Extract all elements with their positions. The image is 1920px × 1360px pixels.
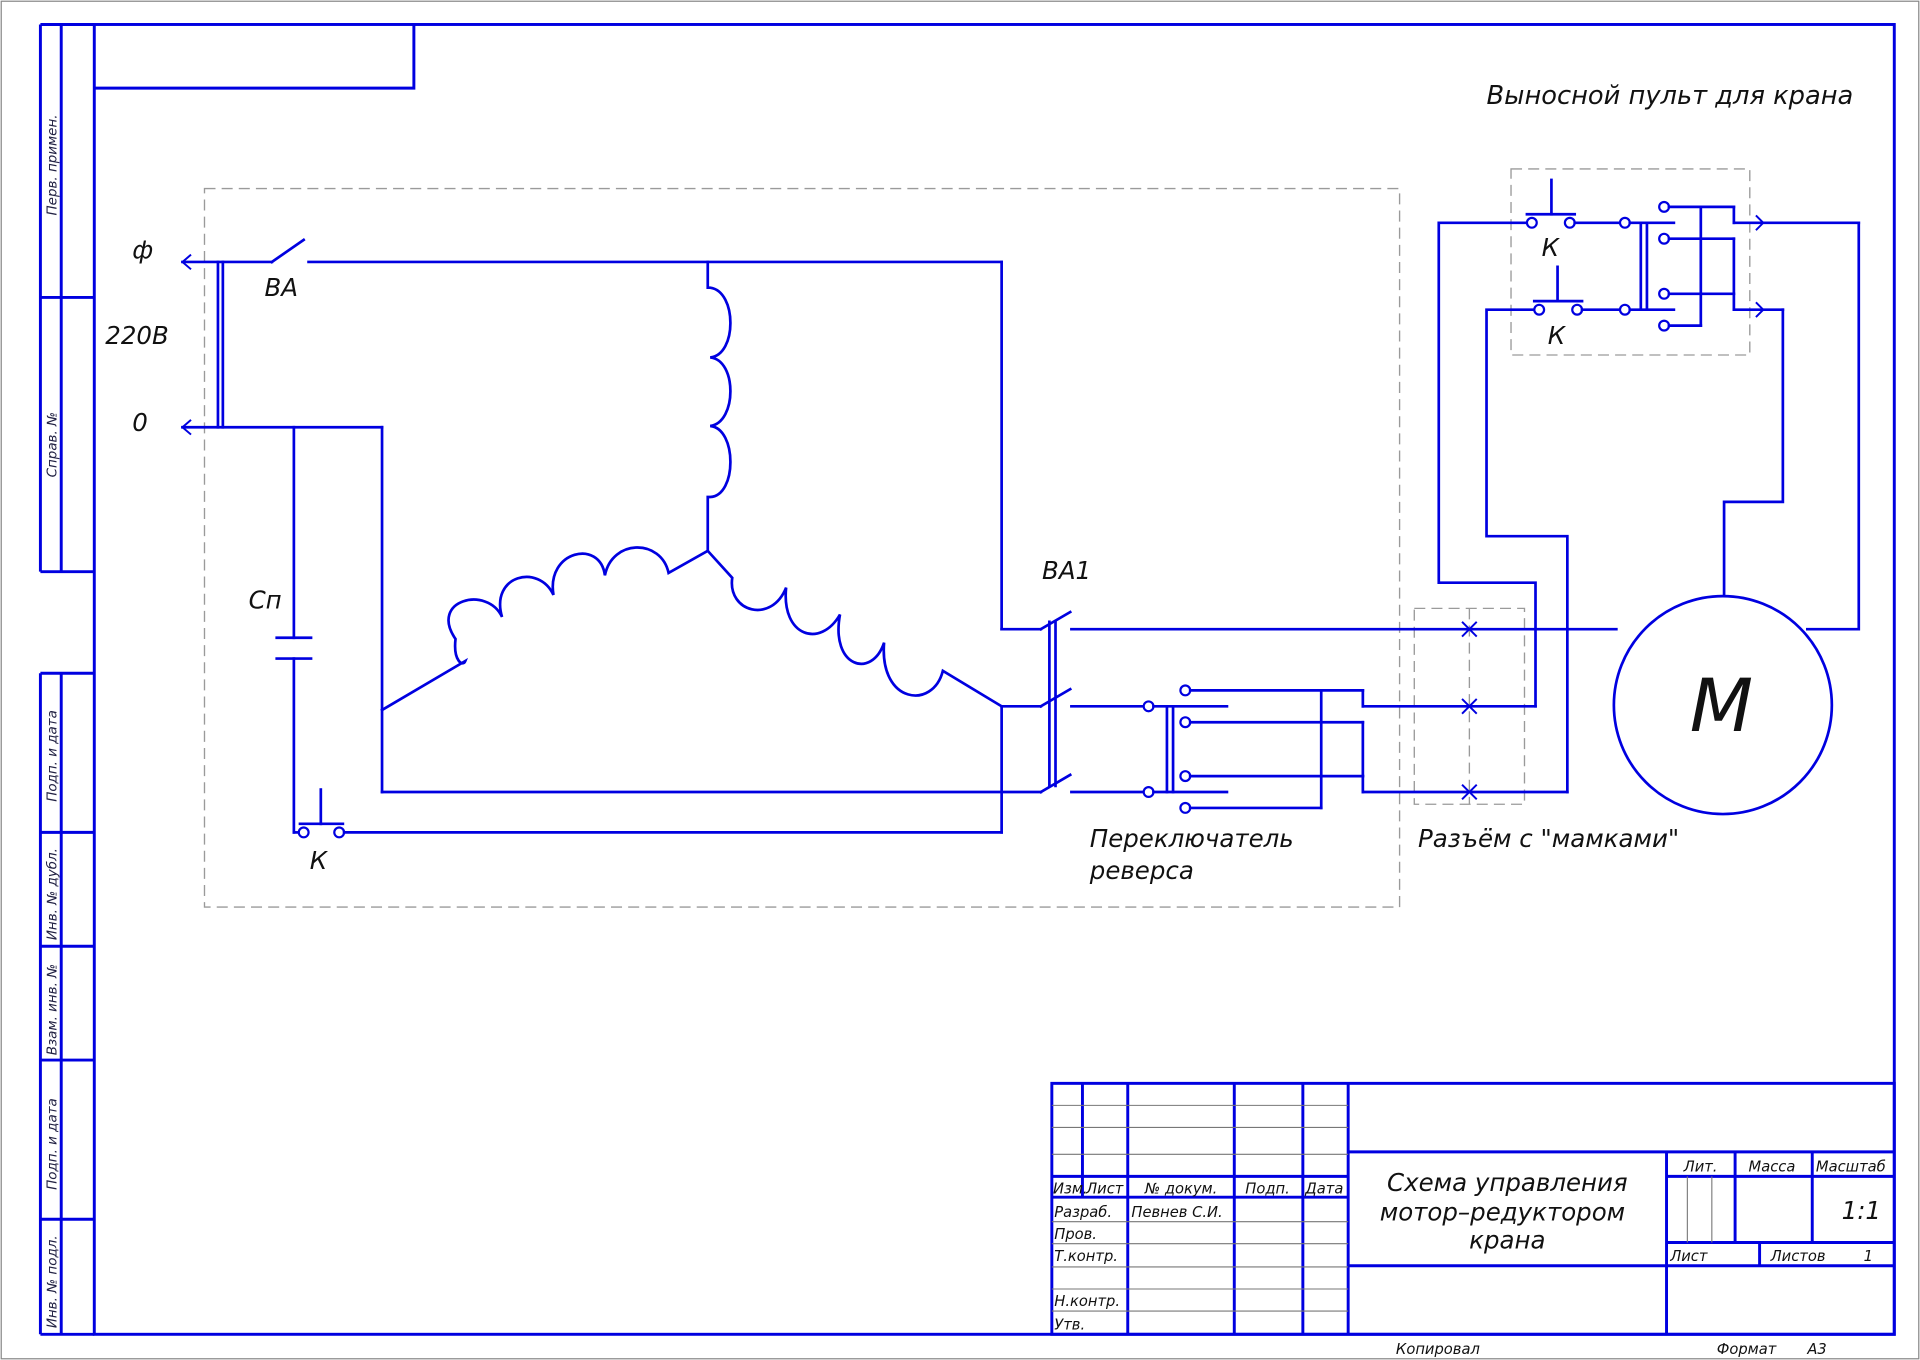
connector-pin-1-icon (1461, 621, 1478, 638)
neutral-label: 0 (132, 408, 148, 437)
remote-arrow-bottom-icon (1755, 301, 1765, 318)
motor-symbol (1612, 594, 1834, 816)
button-k-terminal-right (333, 826, 346, 839)
connector-pin-3-icon (1461, 783, 1478, 801)
remote-button-bottom-label: К (1548, 321, 1567, 350)
tb-role-t-kontr: Т.контр. (1054, 1248, 1118, 1265)
drawing-frame (38, 23, 1896, 1336)
remote-panel-title: Выносной пульт для крана (1487, 81, 1854, 111)
reverse-switch-label-line2: реверса (1089, 856, 1194, 885)
breaker-ba-contact (269, 238, 306, 264)
button-k-label: К (310, 846, 329, 875)
tb-header-doc-no: № докум. (1144, 1181, 1217, 1198)
breaker-ba1 (1038, 610, 1618, 794)
tb-title-line3: крана (1469, 1226, 1545, 1255)
tb-developer-name: Певнев С.И. (1131, 1204, 1222, 1221)
tb-scale-value: 1:1 (1842, 1196, 1881, 1225)
margin-label-podp-data-1: Подп. и дата (45, 710, 60, 802)
margin-label-inv-podl: Инв. № подл. (45, 1235, 60, 1328)
reverse-switch (1142, 684, 1569, 814)
inner-frame (92, 23, 1896, 1336)
winding-right (705, 548, 1004, 709)
connector-label: Разъём с "мамками" (1418, 824, 1679, 853)
tb-header-podp: Подп. (1245, 1181, 1289, 1198)
tb-sheets-value: 1 (1864, 1248, 1873, 1265)
winding-left (380, 546, 710, 712)
tb-header-izm: Изм. (1053, 1181, 1088, 1198)
margin-label-vzam-inv: Взам. инв. № (45, 964, 60, 1055)
remote-panel-boundary (1510, 168, 1751, 356)
tb-title-line1: Схема управления (1387, 1168, 1628, 1197)
breaker-main-label: ВА (264, 273, 298, 302)
tb-role-utv: Утв. (1054, 1316, 1085, 1333)
capacitor-label: Сп (249, 585, 282, 614)
margin-label-perv-primen: Перв. примен. (45, 114, 60, 215)
motor-windings (380, 260, 1043, 834)
capacitor-branch (275, 425, 1003, 839)
tb-role-prov: Пров. (1054, 1226, 1097, 1243)
tb-format-label: Формат (1717, 1341, 1777, 1358)
winding-top (706, 260, 732, 553)
tb-format-value: А3 (1806, 1341, 1826, 1358)
remote-button-top-label: К (1542, 233, 1561, 262)
connector (1461, 621, 1478, 801)
tb-masshtab-label: Масштаб (1816, 1158, 1886, 1175)
button-k-terminal-left (297, 826, 310, 839)
reverse-switch-label-line1: Переключатель (1090, 824, 1294, 853)
tb-header-list: Лист (1085, 1181, 1124, 1198)
margin-labels: Перв. примен. Справ. № Подп. и дата Инв.… (44, 114, 60, 1328)
tb-role-n-kontr: Н.контр. (1054, 1293, 1120, 1310)
power-supply (180, 238, 1043, 631)
tb-sheets-label: Листов (1770, 1248, 1826, 1265)
tb-header-data: Дата (1304, 1181, 1343, 1198)
tb-lit-label: Лит. (1683, 1158, 1718, 1175)
phase-arrow-icon (180, 253, 192, 271)
tb-title-line2: мотор–редуктором (1380, 1197, 1625, 1226)
phase-label: ф (132, 235, 153, 264)
tb-massa-label: Масса (1749, 1158, 1796, 1175)
neutral-arrow-icon (180, 419, 192, 436)
remote-panel-wiring (1437, 178, 1861, 794)
voltage-label: 220В (105, 321, 169, 350)
margin-label-inv-dubl: Инв. № дубл. (44, 848, 60, 940)
tb-role-razrab: Разраб. (1054, 1204, 1112, 1221)
breaker-ba1-label: ВА1 (1042, 556, 1091, 585)
title-block (1050, 1081, 1896, 1336)
tb-copied-label: Копировал (1396, 1341, 1480, 1358)
motor-label: М (1690, 664, 1753, 749)
connector-pin-2-icon (1461, 698, 1478, 715)
remote-arrow-top-icon (1755, 214, 1765, 231)
control-box-boundary (203, 187, 1401, 908)
margin-label-sprav-no: Справ. № (45, 412, 60, 477)
top-left-stamp-box (94, 24, 416, 90)
margin-label-podp-data-2: Подп. и дата (45, 1098, 60, 1190)
tb-sheet-label: Лист (1669, 1248, 1708, 1265)
